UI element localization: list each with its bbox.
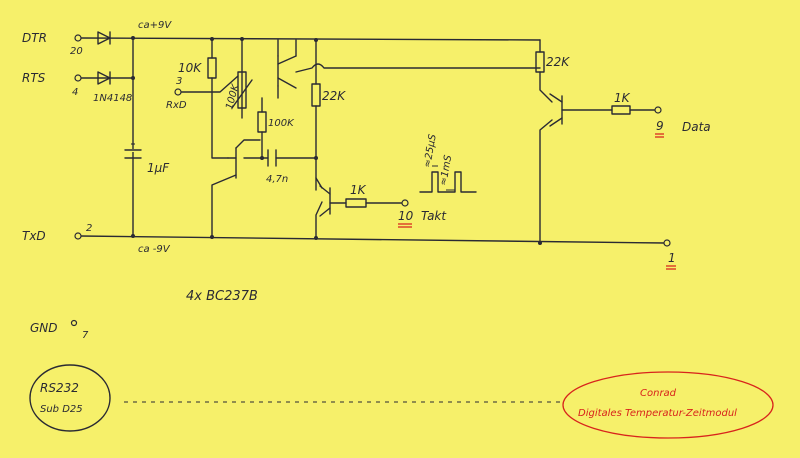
- label-1uf: 1µF: [147, 161, 170, 175]
- label-transistors: 4x BC237B: [186, 289, 258, 304]
- pin-txd: [74, 232, 82, 240]
- label-pin10: 10: [398, 209, 414, 223]
- rxd-wire: [179, 75, 239, 93]
- label-pin4: 4: [72, 87, 78, 98]
- label-vminus: ca -9V: [138, 244, 171, 255]
- label-gnd: GND: [30, 321, 58, 335]
- label-rxd: RxD: [166, 100, 187, 111]
- capacitor-4n7: [267, 149, 277, 167]
- capacitor-1uf: [124, 143, 142, 159]
- pin-ground: [663, 239, 671, 247]
- label-subd25: Sub D25: [40, 404, 83, 415]
- resistors: [207, 51, 631, 208]
- label-rts: RTS: [22, 71, 46, 85]
- poti-arrow: [231, 79, 253, 109]
- wires: [79, 37, 666, 244]
- label-pulse1: ≈25µS: [422, 133, 439, 169]
- junctions: [131, 36, 542, 245]
- q2-crossover-wire: [295, 63, 541, 73]
- resistor-10k: [207, 57, 217, 79]
- labels: DTR 20 RTS 4 1N4148 ca+9V 3 RxD 10K 100K…: [22, 20, 711, 341]
- transistor-q4: [549, 93, 563, 127]
- label-data: Data: [682, 120, 711, 134]
- label-pin7: 7: [82, 330, 89, 341]
- resistor-1k-takt: [345, 198, 367, 208]
- pin-data: [654, 106, 662, 114]
- poti-100k: [237, 71, 247, 109]
- r10k-wire: [211, 37, 229, 159]
- label-dtr: DTR: [22, 31, 47, 45]
- q1-emitter-wire: [211, 174, 237, 237]
- transistor-q3: [319, 185, 331, 217]
- label-takt: Takt: [421, 209, 447, 223]
- label-100k: 100K: [268, 118, 295, 129]
- label-1k-takt: 1K: [350, 183, 367, 197]
- diode-rts: [97, 71, 111, 85]
- pin-takt: [401, 199, 409, 207]
- q1-collector-wire: [235, 139, 261, 149]
- pin-rts: [74, 74, 82, 82]
- resistor-1k-data: [611, 105, 631, 115]
- label-1k-data: 1K: [614, 91, 631, 105]
- pulse-waveform: [419, 165, 477, 193]
- r22k-right-wire: [539, 39, 553, 103]
- label-diode: 1N4148: [93, 93, 132, 104]
- ground-rail: [79, 235, 666, 244]
- label-vplus: ca+9V: [138, 20, 172, 31]
- pin-rxd: [174, 88, 182, 96]
- label-pin9: 9: [656, 119, 664, 133]
- rs232-box: RS232 Sub D25: [29, 364, 111, 432]
- label-pin20: 20: [70, 46, 83, 57]
- diode-dtr: [97, 31, 111, 45]
- conrad-box: Conrad Digitales Temperatur-Zeitmodul: [562, 371, 774, 439]
- label-4n7: 4,7n: [266, 174, 288, 185]
- label-22k-right: 22K: [546, 55, 570, 69]
- underline-pin1: [666, 265, 676, 270]
- underline-pin9: [655, 133, 664, 138]
- pin-gnd: [70, 319, 78, 327]
- resistor-100k: [257, 111, 267, 133]
- q3-emitter-wire: [315, 201, 323, 239]
- connector-pins: [70, 34, 671, 327]
- pin-dtr: [74, 34, 82, 42]
- transistor-q1: [227, 147, 237, 179]
- resistor-22k-mid: [311, 83, 321, 107]
- label-10k: 10K: [178, 61, 202, 75]
- q4-emitter-wire: [539, 119, 553, 244]
- transistor-q2: [277, 39, 297, 89]
- label-conrad-module: Digitales Temperatur-Zeitmodul: [578, 408, 737, 419]
- label-22k-mid: 22K: [322, 89, 346, 103]
- positive-rail: [79, 37, 541, 41]
- label-rs232: RS232: [40, 381, 79, 395]
- label-pin1: 1: [668, 251, 676, 265]
- resistor-22k-right: [535, 51, 545, 73]
- underline-pin10: [398, 223, 412, 228]
- label-conrad: Conrad: [640, 388, 677, 399]
- label-pin2: 2: [86, 223, 92, 234]
- label-pulse2: ≈1mS: [438, 154, 454, 187]
- label-txd: TxD: [22, 229, 46, 243]
- label-pin3: 3: [176, 76, 182, 87]
